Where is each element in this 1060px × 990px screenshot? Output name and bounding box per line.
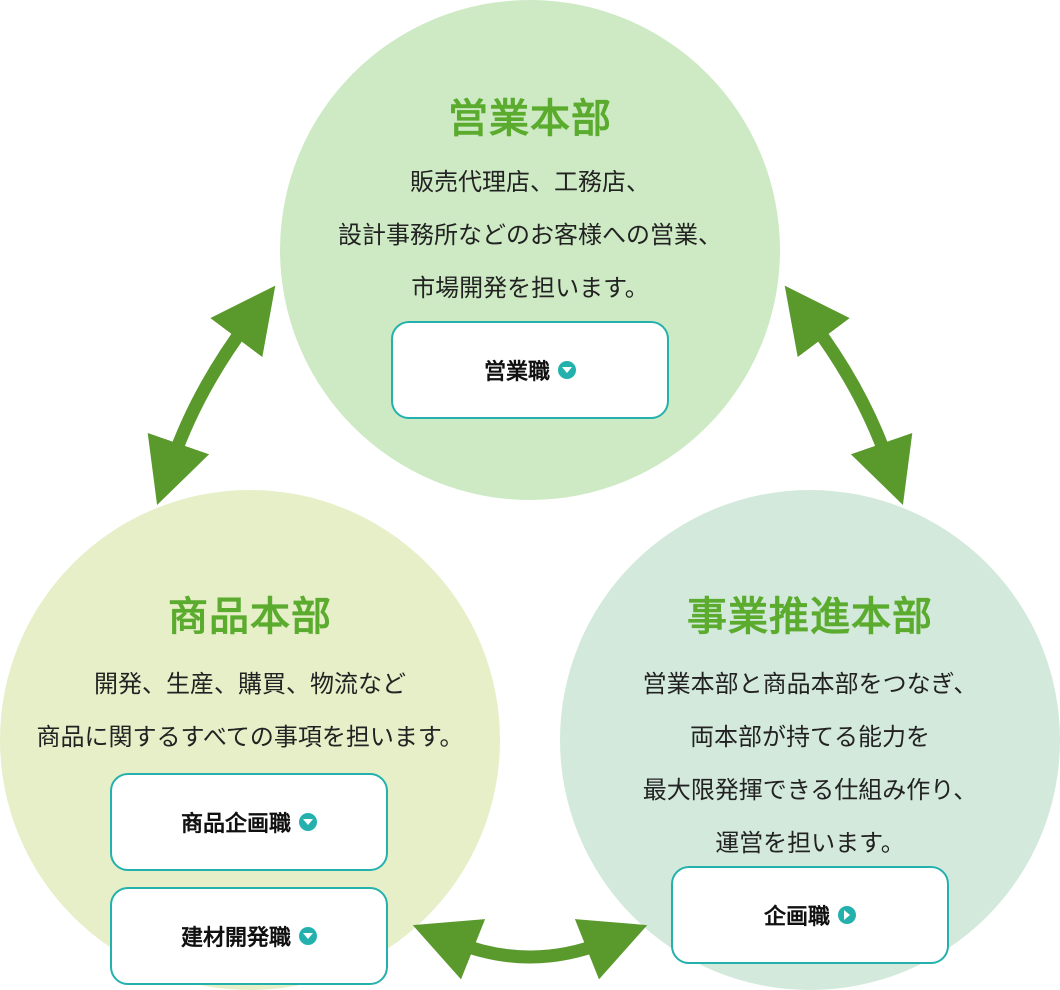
desc-line: 両本部が持てる能力を: [690, 723, 930, 751]
sales-division-title: 営業本部: [448, 96, 612, 142]
chevron-down-icon: [558, 361, 576, 379]
arrow-sales-product: [147, 285, 276, 505]
planning-job-button[interactable]: 企画職: [671, 866, 949, 964]
business-promotion-division-title: 事業推進本部: [687, 594, 933, 640]
product-planning-job-button[interactable]: 商品企画職: [110, 773, 388, 871]
product-division-description: 開発、生産、購買、物流など 商品に関するすべての事項を担います。: [0, 658, 500, 764]
chevron-down-icon: [299, 813, 317, 831]
desc-line: 開発、生産、購買、物流など: [94, 670, 406, 698]
desc-line: 設計事務所などのお客様への営業、: [338, 221, 722, 249]
planning-job-label: 企画職: [763, 905, 830, 930]
desc-line: 運営を担います。: [715, 829, 905, 857]
desc-line: 商品に関するすべての事項を担います。: [36, 723, 464, 751]
desc-line: 最大限発揮できる仕組み作り、: [642, 776, 978, 804]
chevron-right-icon: [838, 906, 856, 924]
arrow-sales-business: [784, 285, 913, 505]
product-division-title: 商品本部: [168, 594, 332, 640]
chevron-down-icon: [299, 927, 317, 945]
desc-line: 営業本部と商品本部をつなぎ、: [642, 670, 978, 698]
building-material-development-job-label: 建材開発職: [180, 926, 291, 951]
sales-division-description: 販売代理店、工務店、 設計事務所などのお客様への営業、 市場開発を担います。: [280, 156, 780, 315]
arrow-product-business: [412, 919, 648, 980]
sales-job-label: 営業職: [483, 360, 550, 385]
product-planning-job-label: 商品企画職: [180, 812, 291, 837]
sales-division-circle: 営業本部 販売代理店、工務店、 設計事務所などのお客様への営業、 市場開発を担い…: [280, 0, 780, 500]
sales-job-button[interactable]: 営業職: [391, 321, 669, 419]
desc-line: 市場開発を担います。: [411, 274, 649, 302]
building-material-development-job-button[interactable]: 建材開発職: [110, 887, 388, 985]
desc-line: 販売代理店、工務店、: [410, 168, 650, 196]
business-promotion-division-description: 営業本部と商品本部をつなぎ、 両本部が持てる能力を 最大限発揮できる仕組み作り、…: [560, 658, 1060, 870]
